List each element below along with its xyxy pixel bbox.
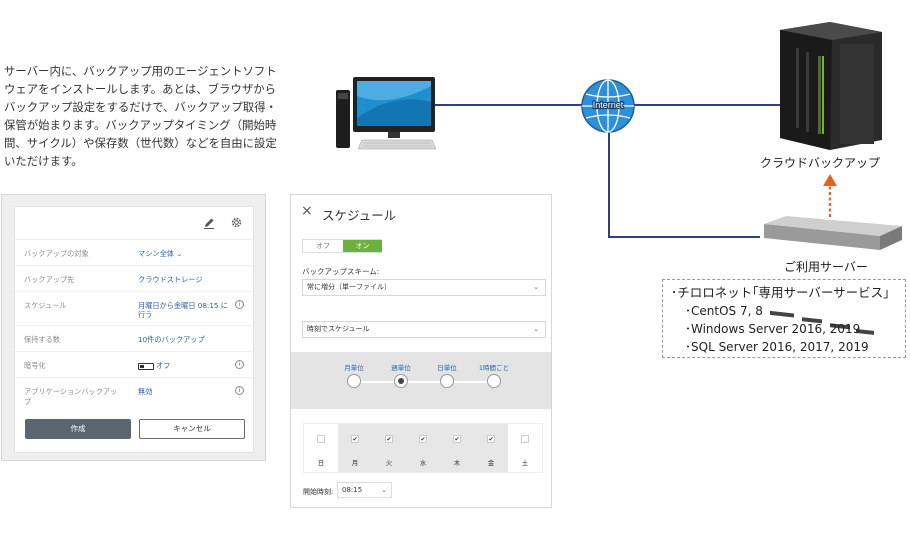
setting-label: アプリケーションバックアップ: [24, 387, 118, 406]
day-thursday[interactable]: ✔ 木: [440, 424, 474, 472]
day-checkbox[interactable]: ✔: [487, 435, 495, 443]
day-checkbox[interactable]: ✔: [351, 435, 359, 443]
service-item: ･SQL Server 2016, 2017, 2019: [685, 340, 869, 354]
day-checkbox[interactable]: ✔: [419, 435, 427, 443]
setting-label: バックアップ先: [24, 275, 75, 284]
day-tuesday[interactable]: ✔ 火: [372, 424, 406, 472]
intro-line: バックアップ設定をするだけで、バックアップ取得・: [4, 100, 277, 114]
service-title: ･チロロネット｢専用サーバーサービス｣: [671, 285, 890, 300]
intro-text: サーバー内に、バックアップ用のエージェントソフト ウェアをインストールします。あ…: [4, 62, 322, 170]
schedule-title: スケジュール: [322, 208, 397, 223]
customer-server-label: ご利用サーバー: [784, 260, 868, 274]
day-label: 火: [385, 459, 393, 467]
close-icon[interactable]: ×: [301, 203, 313, 219]
day-checkbox[interactable]: [521, 435, 529, 443]
intro-line: いただけます。: [4, 154, 83, 168]
scheme-select[interactable]: 常に増分（単一ファイル） ⌄: [302, 279, 546, 296]
schedule-toggle[interactable]: オフ オン: [302, 239, 382, 253]
day-label: 日: [317, 459, 325, 467]
day-sunday[interactable]: 日: [304, 424, 338, 472]
info-icon[interactable]: i: [235, 300, 244, 309]
setting-value[interactable]: クラウドストレージ: [138, 275, 203, 284]
start-time-label: 開始時刻:: [303, 488, 334, 496]
day-checkbox[interactable]: ✔: [453, 435, 461, 443]
day-label: 金: [487, 459, 495, 467]
setting-row-app-backup: アプリケーションバックアップ 無効 i: [15, 378, 253, 412]
start-time-select[interactable]: 08:15 ⌄: [337, 482, 392, 498]
internet-to-server-line: [608, 132, 760, 238]
backup-settings-card: バックアップの対象 マシン全体 ⌄ バックアップ先 クラウドストレージ スケジュ…: [14, 206, 254, 453]
scheme-label: バックアップスキーム:: [302, 267, 380, 276]
encryption-toggle[interactable]: オフ: [138, 361, 233, 370]
info-icon[interactable]: i: [235, 360, 244, 369]
day-label: 水: [419, 459, 427, 467]
frequency-slider[interactable]: 月単位 週単位 日単位 1時間ごと: [291, 352, 551, 409]
slider-stop-hourly[interactable]: [487, 374, 501, 388]
mode-select-value: 時刻でスケジュール: [307, 325, 370, 333]
backup-settings-panel: バックアップの対象 マシン全体 ⌄ バックアップ先 クラウドストレージ スケジュ…: [1, 194, 266, 461]
cloud-server-icon: [780, 22, 882, 150]
setting-row-target: バックアップの対象 マシン全体 ⌄: [15, 240, 253, 266]
day-checkbox[interactable]: [317, 435, 325, 443]
day-saturday[interactable]: 土: [508, 424, 542, 472]
internet-globe-icon: [581, 79, 635, 133]
toggle-on-option[interactable]: オン: [343, 240, 382, 252]
setting-value[interactable]: 10件のバックアップ: [138, 335, 205, 344]
desktop-pc-icon: [336, 77, 437, 150]
intro-line: 保管が始まります。バックアップタイミング（開始時: [4, 118, 277, 132]
day-checkbox[interactable]: ✔: [385, 435, 393, 443]
setting-value[interactable]: 月曜日から金曜日 08:15 に行う: [138, 301, 228, 319]
cancel-button[interactable]: キャンセル: [139, 419, 245, 439]
intro-line: ウェアをインストールします。あとは、ブラウザから: [4, 82, 277, 96]
setting-row-encryption: 暗号化 オフ i: [15, 352, 253, 378]
info-icon[interactable]: i: [235, 386, 244, 395]
frequency-label-monthly[interactable]: 月単位: [344, 364, 364, 372]
intro-line: サーバー内に、バックアップ用のエージェントソフト: [4, 64, 277, 78]
start-time-value: 08:15: [342, 486, 363, 494]
backup-arrow-head-icon: [823, 174, 837, 186]
service-item: ･Windows Server 2016, 2019: [685, 322, 861, 336]
setting-value[interactable]: 無効: [138, 387, 153, 396]
internet-label: Internet: [593, 100, 624, 110]
frequency-label-hourly[interactable]: 1時間ごと: [478, 364, 510, 372]
day-label: 木: [453, 459, 461, 467]
frequency-label-daily[interactable]: 日単位: [437, 364, 457, 372]
toggle-off-option[interactable]: オフ: [316, 242, 330, 250]
setting-value: オフ: [156, 361, 171, 370]
chevron-down-icon: ⌄: [381, 486, 387, 494]
setting-value[interactable]: マシン全体 ⌄: [138, 249, 183, 258]
slider-stop-weekly[interactable]: [394, 374, 408, 388]
toggle-switch-icon[interactable]: [138, 362, 154, 370]
setting-label: 暗号化: [24, 361, 46, 370]
service-item: ･CentOS 7, 8: [685, 304, 763, 318]
slider-stop-monthly[interactable]: [347, 374, 361, 388]
pencil-icon[interactable]: [203, 217, 215, 229]
day-monday[interactable]: ✔ 月: [338, 424, 372, 472]
chevron-down-icon: ⌄: [533, 325, 539, 333]
slider-stop-daily[interactable]: [440, 374, 454, 388]
setting-label: バックアップの対象: [24, 249, 89, 258]
day-wednesday[interactable]: ✔ 水: [406, 424, 440, 472]
setting-label: スケジュール: [24, 301, 67, 310]
create-button[interactable]: 作成: [25, 419, 131, 439]
schedule-panel: × スケジュール オフ オン バックアップスキーム: 常に増分（単一ファイル） …: [290, 194, 552, 508]
service-box: ･チロロネット｢専用サーバーサービス｣ ･CentOS 7, 8 ･Window…: [662, 279, 906, 358]
card-header: [15, 207, 253, 240]
day-label: 月: [351, 459, 359, 467]
setting-row-schedule: スケジュール 月曜日から金曜日 08:15 に行う i: [15, 292, 253, 326]
day-friday[interactable]: ✔ 金: [474, 424, 508, 472]
slider-track: [353, 381, 495, 383]
intro-line: 間、サイクル）や保存数（世代数）などを自由に設定: [4, 136, 277, 150]
cloud-backup-label: クラウドバックアップ: [760, 156, 881, 170]
frequency-label-weekly[interactable]: 週単位: [391, 364, 411, 372]
setting-row-retention: 保持する数 10件のバックアップ: [15, 326, 253, 352]
chevron-down-icon: ⌄: [533, 283, 539, 291]
setting-label: 保持する数: [24, 335, 60, 344]
scheme-select-value: 常に増分（単一ファイル）: [307, 283, 391, 291]
weekday-selector: 日 ✔ 月 ✔ 火 ✔ 水 ✔ 木 ✔ 金 土: [303, 423, 543, 473]
schedule-mode-select[interactable]: 時刻でスケジュール ⌄: [302, 321, 546, 338]
gear-icon[interactable]: [230, 216, 243, 229]
setting-row-destination: バックアップ先 クラウドストレージ: [15, 266, 253, 292]
day-label: 土: [521, 459, 529, 467]
